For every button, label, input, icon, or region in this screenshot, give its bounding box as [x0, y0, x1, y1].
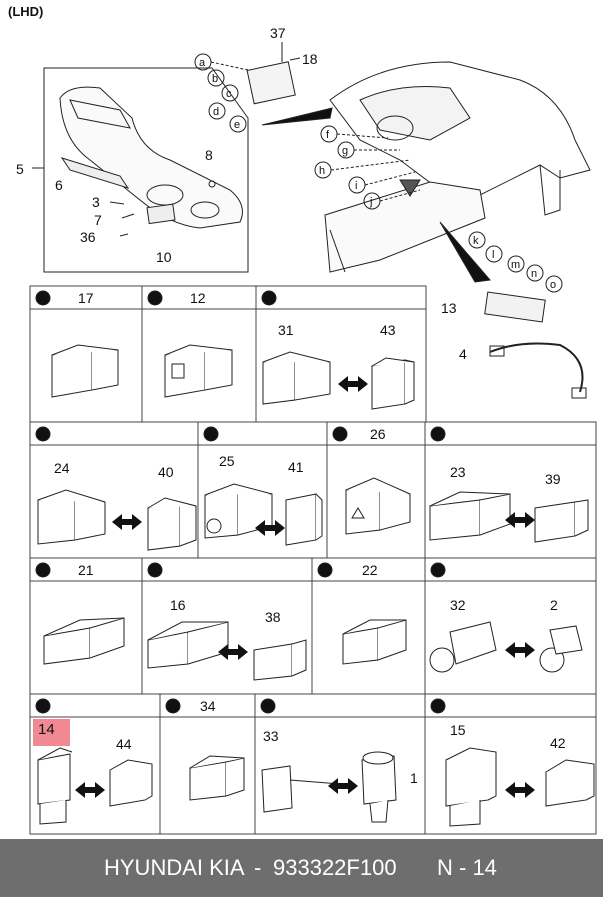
svg-text:2: 2 — [550, 597, 558, 613]
svg-text:c: c — [226, 88, 232, 100]
svg-text:44: 44 — [116, 736, 132, 752]
svg-text:i: i — [153, 563, 156, 577]
exchange-arrows — [75, 376, 535, 798]
svg-text:39: 39 — [545, 471, 561, 487]
callout-i: i — [348, 171, 416, 194]
footer-ref: N - 14 — [437, 855, 497, 880]
grid-part-numbers: 31 43 24 40 25 41 23 39 16 38 32 2 44 33… — [54, 322, 566, 786]
dash-panel-box — [32, 42, 301, 273]
callout-b: b — [207, 69, 225, 87]
svg-text:g: g — [434, 427, 441, 441]
callout-h: h — [314, 159, 411, 179]
svg-text:e: e — [234, 119, 240, 131]
svg-text:16: 16 — [170, 597, 186, 613]
svg-text:40: 40 — [158, 464, 174, 480]
svg-text:d: d — [39, 427, 46, 441]
svg-text:33: 33 — [263, 728, 279, 744]
svg-text:n: n — [531, 268, 537, 280]
callout-l: l — [485, 245, 503, 263]
svg-text:b: b — [151, 291, 158, 305]
svg-text:43: 43 — [380, 322, 396, 338]
lhd-label: (LHD) — [8, 4, 44, 19]
grid-headers: a 17 b 12 c d e f 26 g h 21 i j 22 k l m… — [35, 290, 446, 714]
svg-text:j: j — [369, 196, 372, 208]
footer-part-number: 933322F100 — [273, 855, 397, 880]
svg-text:4: 4 — [459, 346, 467, 362]
svg-text:a: a — [39, 291, 46, 305]
svg-text:m: m — [167, 699, 177, 713]
svg-text:41: 41 — [288, 459, 304, 475]
top-letter-callouts: a b c d e f g h i j k l m n o — [194, 53, 563, 293]
svg-text:37: 37 — [270, 25, 286, 41]
svg-text:38: 38 — [265, 609, 281, 625]
svg-text:3: 3 — [92, 194, 100, 210]
part-14-label: 14 — [38, 721, 55, 738]
callout-o: o — [545, 275, 563, 293]
svg-text:7: 7 — [94, 212, 102, 228]
parts-grid — [29, 285, 597, 835]
svg-text:l: l — [41, 699, 44, 713]
svg-text:g: g — [342, 145, 348, 157]
svg-text:k: k — [434, 563, 441, 577]
svg-text:o: o — [550, 279, 556, 291]
svg-text:42: 42 — [550, 735, 566, 751]
svg-text:34: 34 — [200, 698, 216, 714]
svg-text:24: 24 — [54, 460, 70, 476]
svg-text:f: f — [326, 129, 330, 141]
svg-text:l: l — [492, 249, 494, 261]
svg-text:i: i — [355, 180, 357, 192]
svg-text:23: 23 — [450, 464, 466, 480]
callout-g: g — [337, 141, 400, 159]
svg-text:21: 21 — [78, 562, 94, 578]
footer-brand: HYUNDAI KIA — [104, 855, 245, 880]
highlight-part-14 — [33, 719, 70, 746]
callout-d: d — [208, 102, 226, 120]
callout-e: e — [229, 115, 247, 133]
footer-bar: HYUNDAI KIA - 933322F100 N - 14 — [0, 839, 603, 897]
svg-text:h: h — [319, 165, 325, 177]
svg-text:12: 12 — [190, 290, 206, 306]
svg-text:c: c — [265, 291, 271, 305]
svg-text:m: m — [511, 259, 520, 271]
switch-drawings — [37, 344, 595, 827]
svg-text:13: 13 — [441, 300, 457, 316]
svg-text:32: 32 — [450, 597, 466, 613]
svg-text:1: 1 — [410, 770, 418, 786]
svg-text:5: 5 — [16, 161, 24, 177]
svg-text:b: b — [212, 73, 218, 85]
svg-text:f: f — [337, 427, 341, 441]
callout-a: a — [194, 53, 249, 71]
svg-text:10: 10 — [156, 249, 172, 265]
svg-text:e: e — [207, 427, 214, 441]
svg-text:22: 22 — [362, 562, 378, 578]
top-number-callouts: 37 18 5 8 6 3 7 36 10 13 4 — [16, 25, 467, 362]
svg-text:25: 25 — [219, 453, 235, 469]
svg-text:k: k — [473, 235, 479, 247]
callout-m: m — [507, 255, 525, 273]
svg-text:8: 8 — [205, 147, 213, 163]
svg-text:o: o — [434, 699, 441, 713]
svg-text:j: j — [322, 563, 326, 577]
footer-separator: - — [254, 855, 262, 880]
svg-text:6: 6 — [55, 177, 63, 193]
svg-text:n: n — [264, 699, 271, 713]
callout-f: f — [320, 125, 389, 143]
svg-text:18: 18 — [302, 51, 318, 67]
svg-text:26: 26 — [370, 426, 386, 442]
svg-text:31: 31 — [278, 322, 294, 338]
callout-n: n — [526, 264, 544, 282]
callout-c: c — [221, 84, 239, 102]
svg-text:17: 17 — [78, 290, 94, 306]
callout-k: k — [468, 231, 486, 249]
svg-text:15: 15 — [450, 722, 466, 738]
callout-j: j — [363, 189, 421, 210]
svg-text:d: d — [213, 106, 219, 118]
svg-text:a: a — [199, 57, 206, 69]
svg-text:36: 36 — [80, 229, 96, 245]
svg-text:h: h — [39, 563, 46, 577]
